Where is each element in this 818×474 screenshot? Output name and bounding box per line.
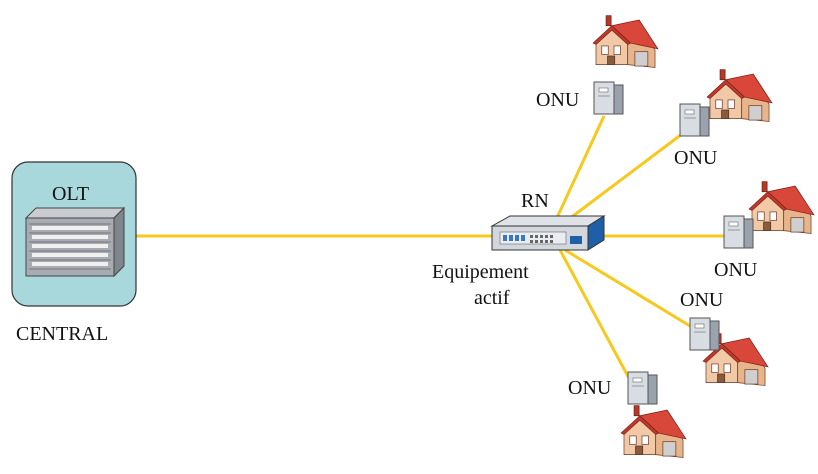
onu-label-3: ONU xyxy=(714,259,758,281)
onu-device-icon xyxy=(689,317,720,351)
rn-caption-line2: actif xyxy=(474,287,510,309)
house-icon xyxy=(592,15,659,68)
onu-device-icon xyxy=(723,215,754,249)
onu-label-4: ONU xyxy=(680,289,724,311)
onu-device-icon xyxy=(627,371,658,405)
subscriber-4: ONU xyxy=(680,289,769,386)
fiber-rn-onu-5 xyxy=(558,249,632,381)
onu-device-icon xyxy=(593,81,624,115)
onu-label-2: ONU xyxy=(674,147,718,169)
rn-label: RN xyxy=(521,190,549,212)
house-icon xyxy=(706,69,773,122)
onu-label-5: ONU xyxy=(568,377,612,399)
onu-label-1: ONU xyxy=(536,89,580,111)
remote-node: RN xyxy=(432,190,606,309)
subscriber-2: ONU xyxy=(674,69,773,169)
onu-device-icon xyxy=(679,103,710,137)
house-icon xyxy=(748,181,815,234)
house-icon xyxy=(620,405,687,458)
fiber-rn-onu-2 xyxy=(564,132,683,224)
fiber-rn-onu-4 xyxy=(564,248,691,328)
central-office: OLT xyxy=(11,161,137,307)
olt-rack-icon xyxy=(24,206,126,278)
subscriber-5: ONU xyxy=(568,371,687,458)
fiber-links xyxy=(136,115,726,381)
olt-label: OLT xyxy=(52,183,89,205)
fiber-rn-onu-1 xyxy=(553,115,606,223)
subscriber-1: ONU xyxy=(536,15,659,115)
rn-caption-line1: Equipement xyxy=(432,261,529,283)
central-label: CENTRAL xyxy=(16,323,108,345)
subscriber-3: ONU xyxy=(714,181,815,281)
switch-icon xyxy=(490,215,606,251)
